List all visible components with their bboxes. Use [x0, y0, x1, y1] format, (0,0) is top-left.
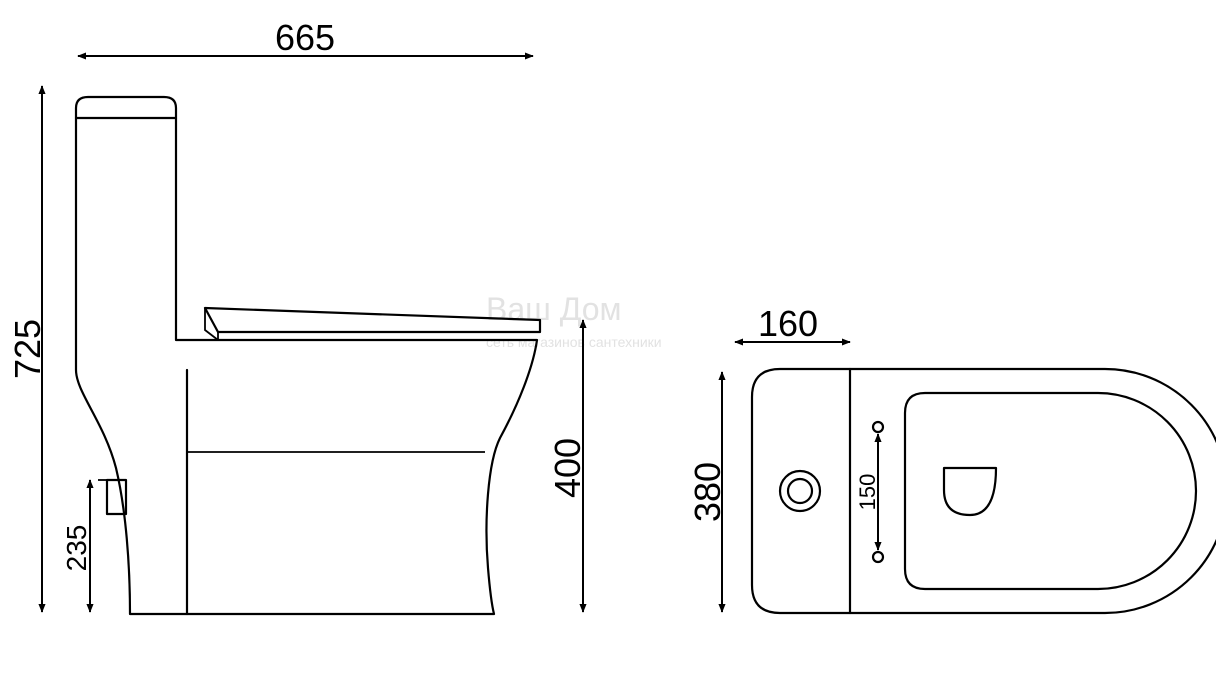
tank-lid	[74, 95, 178, 120]
dimension-lines: 665 725 235 400 160 380 150	[7, 17, 882, 613]
mounting-hole-icon	[871, 420, 885, 434]
watermark: Ваш Дом сеть магазинов сантехники	[486, 291, 662, 350]
watermark-tagline: сеть магазинов сантехники	[486, 334, 662, 350]
dim-label-length: 665	[275, 17, 335, 58]
side-view	[74, 95, 542, 616]
outlet-stub	[105, 478, 128, 516]
bowl-rim	[903, 391, 1198, 591]
toilet-body-outline	[74, 116, 539, 616]
flush-button-icon	[778, 469, 822, 513]
top-view	[750, 367, 1216, 615]
dim-label-outlet-height: 235	[61, 525, 92, 572]
seat-hinge	[204, 308, 219, 341]
dim-label-seat-height: 400	[547, 438, 588, 498]
dim-label-height: 725	[7, 319, 48, 379]
dim-label-hole-spacing: 150	[855, 474, 880, 511]
drain-outlet	[942, 466, 998, 517]
dim-label-outlet-offset: 160	[758, 303, 818, 344]
dim-label-width: 380	[687, 462, 728, 522]
mounting-hole-icon	[871, 550, 885, 564]
toilet-seat	[203, 306, 542, 334]
top-outline	[750, 367, 1216, 615]
watermark-brand: Ваш Дом	[486, 291, 622, 327]
